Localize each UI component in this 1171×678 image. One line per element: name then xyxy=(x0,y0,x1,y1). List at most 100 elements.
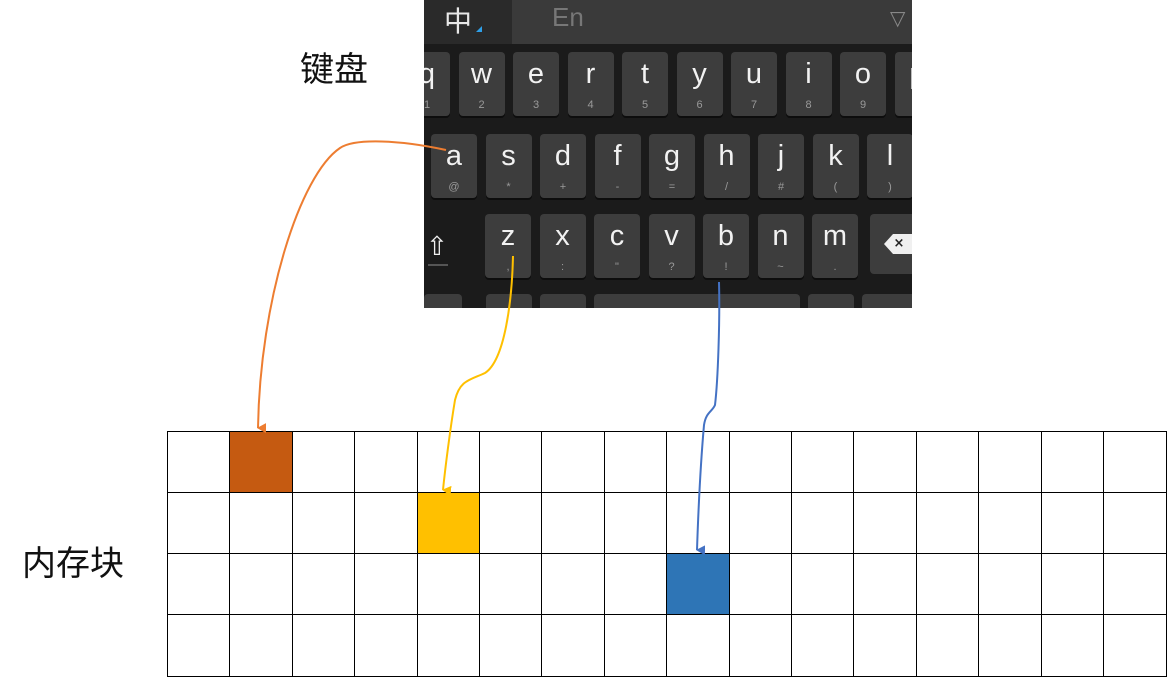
key-j[interactable]: j# xyxy=(758,134,804,198)
shift-key[interactable]: ⇧ xyxy=(424,218,454,278)
language-hint: En xyxy=(552,2,584,32)
key-secondary-label: 2 xyxy=(478,99,485,111)
key-secondary-label: 1 xyxy=(424,99,431,111)
memory-block-empty xyxy=(291,553,356,616)
memory-block-empty xyxy=(167,492,231,555)
keyboard-label: 键盘 xyxy=(300,50,368,90)
memory-block-empty xyxy=(167,614,231,677)
shift-underline xyxy=(428,264,448,266)
key-a[interactable]: a@ xyxy=(431,134,477,198)
key-secondary-label: 3 xyxy=(532,99,540,111)
key-secondary-label: , xyxy=(506,261,510,273)
key-l[interactable]: l) xyxy=(867,134,912,198)
key-secondary-label: + xyxy=(559,181,567,193)
key-n[interactable]: n~ xyxy=(757,214,804,278)
input-mode-label[interactable]: 中 xyxy=(444,5,473,38)
memory-block-empty xyxy=(479,492,543,555)
key-label: b xyxy=(717,220,735,252)
arrow-a-to-memory xyxy=(257,140,447,434)
key-s[interactable]: s* xyxy=(485,134,532,198)
memory-block-empty xyxy=(1040,553,1105,616)
backspace-key[interactable]: × xyxy=(870,214,912,274)
mode-corner-icon xyxy=(476,26,482,32)
space-key[interactable] xyxy=(594,294,800,308)
key-label: r xyxy=(585,58,596,90)
memory-block-empty xyxy=(603,614,668,677)
key-label: p xyxy=(895,58,912,91)
memory-block-empty xyxy=(1040,614,1105,677)
memory-block-z xyxy=(416,492,481,555)
key-label: y xyxy=(692,58,707,90)
memory-block-empty xyxy=(728,614,793,677)
key-p[interactable]: p0 xyxy=(894,52,912,116)
memory-block-empty xyxy=(167,431,231,494)
memory-block-empty xyxy=(915,492,980,555)
memory-block-empty xyxy=(354,553,419,616)
memory-block-empty xyxy=(791,431,855,494)
key-b[interactable]: b! xyxy=(703,214,749,278)
key-h[interactable]: h/ xyxy=(703,134,750,198)
key-label: j xyxy=(777,140,785,172)
key-label: e xyxy=(527,58,545,90)
memory-block-empty xyxy=(541,492,606,555)
key-k[interactable]: k( xyxy=(812,134,859,198)
key-label: a xyxy=(445,140,463,172)
key-secondary-label: 7 xyxy=(750,99,758,111)
memory-block-empty xyxy=(229,614,294,677)
memory-block-empty xyxy=(603,431,668,494)
key-secondary-label: : xyxy=(560,261,565,273)
key-c[interactable]: c" xyxy=(594,214,640,278)
bottom-row-key[interactable] xyxy=(424,294,462,308)
memory-block-b xyxy=(666,553,731,616)
key-label: o xyxy=(854,58,872,90)
key-label: h xyxy=(718,140,735,172)
key-secondary-label: * xyxy=(506,181,511,193)
memory-block-empty xyxy=(354,431,419,494)
bottom-row-key[interactable] xyxy=(540,294,586,308)
memory-block-empty xyxy=(603,553,668,616)
dropdown-triangle-icon[interactable]: ▽ xyxy=(890,6,906,30)
key-z[interactable]: z, xyxy=(485,214,531,278)
memory-block-empty xyxy=(416,431,481,494)
key-label: w xyxy=(471,58,492,90)
memory-block-a xyxy=(229,431,294,494)
key-f[interactable]: f- xyxy=(594,134,641,198)
backspace-icon: × xyxy=(884,234,912,254)
memory-block-empty xyxy=(853,553,918,616)
memory-block-empty xyxy=(416,553,481,616)
bottom-row-key[interactable] xyxy=(862,294,912,308)
bottom-row-key[interactable] xyxy=(808,294,854,308)
bottom-row-key[interactable] xyxy=(486,294,532,308)
key-label: s xyxy=(501,140,516,172)
memory-block-empty xyxy=(229,553,294,616)
memory-block-empty xyxy=(479,614,543,677)
key-v[interactable]: v? xyxy=(648,214,695,278)
key-label: q xyxy=(424,58,436,90)
key-label: l xyxy=(886,140,894,172)
memory-block-empty xyxy=(167,553,231,616)
key-label: n xyxy=(772,220,789,252)
memory-block-empty xyxy=(291,614,356,677)
memory-block-empty xyxy=(978,492,1043,555)
memory-block-empty xyxy=(541,553,606,616)
key-d[interactable]: d+ xyxy=(540,134,586,198)
memory-block-empty xyxy=(978,431,1043,494)
key-secondary-label: ? xyxy=(668,261,675,273)
memory-block-empty xyxy=(1103,614,1167,677)
key-x[interactable]: x: xyxy=(539,214,586,278)
key-m[interactable]: m. xyxy=(812,214,858,278)
memory-block-empty xyxy=(416,614,481,677)
key-g[interactable]: g= xyxy=(649,134,695,198)
key-secondary-label: 4 xyxy=(587,99,594,111)
memory-block-empty xyxy=(479,431,543,494)
memory-blocks-label: 内存块 xyxy=(22,544,124,584)
